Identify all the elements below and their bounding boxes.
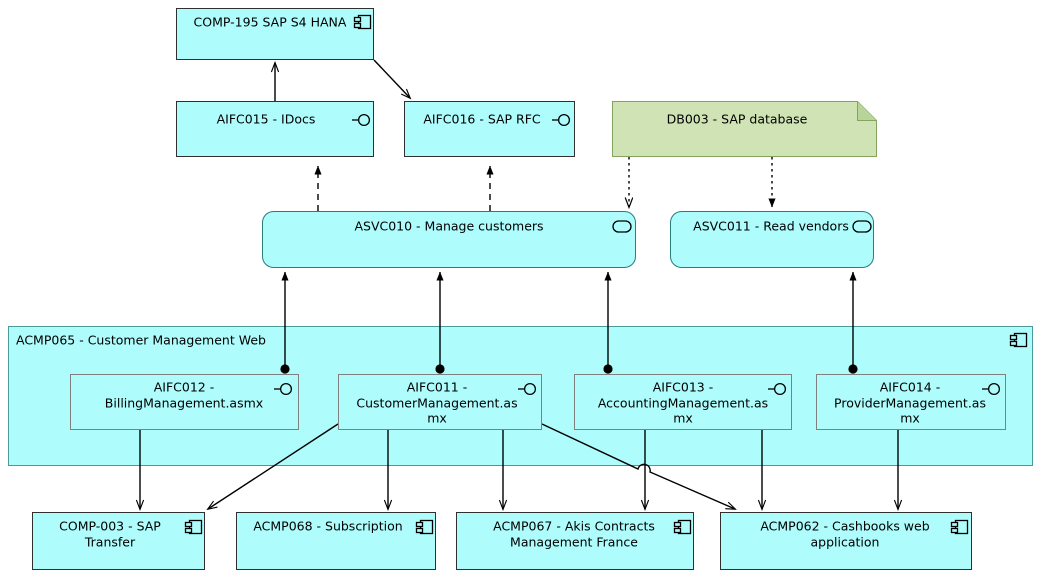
- node-aifc012-label-line2: BillingManagement.asmx: [105, 396, 263, 411]
- node-aifc011-label-line3: mx: [427, 411, 447, 426]
- node-aifc014-label-line2: ProviderManagement.as: [834, 396, 986, 411]
- lollipop-icon: [274, 382, 293, 396]
- node-aifc013[interactable]: AIFC013 - AccountingManagement.as mx: [574, 374, 792, 430]
- lollipop-icon: [552, 113, 571, 127]
- node-asvc010-label: ASVC010 - Manage customers: [354, 219, 543, 234]
- node-db003-label: DB003 - SAP database: [667, 112, 808, 127]
- folded-corner-icon: [857, 101, 877, 121]
- component-icon: [1009, 332, 1028, 348]
- node-aifc016-label: AIFC016 - SAP RFC: [423, 112, 541, 127]
- node-aifc011[interactable]: AIFC011 - CustomerManagement.as mx: [338, 374, 542, 430]
- node-acmp062-label-line2: application: [811, 535, 880, 550]
- node-aifc014[interactable]: AIFC014 - ProviderManagement.as mx: [816, 374, 1006, 430]
- edge-aifc013-to-asvc010: [603, 271, 613, 374]
- component-icon: [673, 519, 692, 535]
- node-acmp062-label-line1: ACMP062 - Cashbooks web: [760, 519, 929, 534]
- lollipop-icon: [518, 382, 537, 396]
- node-aifc013-label-line1: AIFC013 -: [653, 380, 714, 395]
- node-aifc011-label-line1: AIFC011 -: [407, 380, 468, 395]
- node-aifc014-label-line1: AIFC014 -: [880, 380, 941, 395]
- node-aifc015[interactable]: AIFC015 - IDocs: [176, 101, 374, 157]
- edge-aifc012-to-asvc010: [280, 271, 290, 374]
- node-asvc010[interactable]: ASVC010 - Manage customers: [262, 211, 636, 268]
- node-comp003-label-line1: COMP-003 - SAP: [59, 519, 161, 534]
- node-asvc011-label: ASVC011 - Read vendors: [693, 219, 849, 234]
- node-acmp067[interactable]: ACMP067 - Akis Contracts Management Fran…: [456, 512, 694, 570]
- node-aifc014-label-line3: mx: [900, 411, 920, 426]
- component-icon: [415, 519, 434, 535]
- node-aifc013-label-line2: AccountingManagement.as: [598, 396, 768, 411]
- component-icon: [353, 14, 372, 30]
- node-acmp068[interactable]: ACMP068 - Subscription: [236, 512, 436, 570]
- node-comp003[interactable]: COMP-003 - SAP Transfer: [32, 512, 205, 570]
- node-asvc011[interactable]: ASVC011 - Read vendors: [670, 211, 874, 268]
- node-aifc015-label: AIFC015 - IDocs: [217, 112, 316, 127]
- node-aifc012[interactable]: AIFC012 - BillingManagement.asmx: [70, 374, 299, 430]
- edge-aifc011-to-comp003: [208, 423, 339, 509]
- lollipop-icon: [982, 382, 1001, 396]
- node-db003[interactable]: DB003 - SAP database: [612, 101, 877, 157]
- node-comp195[interactable]: COMP-195 SAP S4 HANA: [176, 8, 374, 60]
- lollipop-icon: [352, 113, 371, 127]
- node-aifc016[interactable]: AIFC016 - SAP RFC: [404, 101, 575, 157]
- node-comp195-label: COMP-195 SAP S4 HANA: [194, 15, 347, 30]
- node-acmp067-label-line1: ACMP067 - Akis Contracts: [493, 519, 655, 534]
- container-acmp065-label: ACMP065 - Customer Management Web: [16, 333, 266, 348]
- node-aifc013-label-line3: mx: [673, 411, 693, 426]
- service-oval-icon: [852, 220, 872, 233]
- edge-aifc011-to-asvc010: [435, 271, 445, 374]
- node-aifc011-label-line2: CustomerManagement.as: [356, 396, 517, 411]
- node-acmp067-label-line2: Management France: [510, 535, 638, 550]
- component-icon: [950, 519, 969, 535]
- node-comp003-label-line2: Transfer: [84, 535, 136, 550]
- node-acmp062[interactable]: ACMP062 - Cashbooks web application: [720, 512, 972, 570]
- service-oval-icon: [612, 220, 632, 233]
- edge-aifc014-to-asvc011: [848, 271, 858, 374]
- node-aifc012-label-line1: AIFC012 -: [154, 380, 215, 395]
- node-acmp068-label-line1: ACMP068 - Subscription: [253, 519, 402, 534]
- lollipop-icon: [768, 382, 787, 396]
- edge-comp195-to-aifc016: [373, 59, 410, 98]
- component-icon: [184, 519, 203, 535]
